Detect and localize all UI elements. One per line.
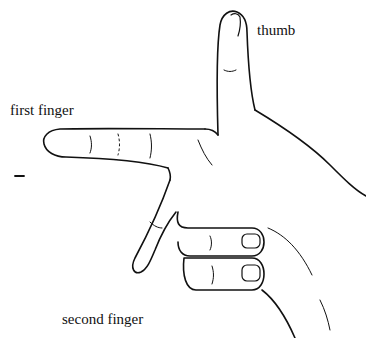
knuckle-line (150, 134, 152, 158)
finger-nail (242, 234, 260, 248)
knuckle-line (118, 134, 120, 155)
thumb-crease (224, 70, 236, 72)
finger-web (205, 129, 218, 135)
finger-nail (242, 265, 260, 281)
folded-finger (184, 258, 265, 290)
hand-outline (262, 290, 295, 338)
dash-mark (15, 175, 24, 177)
palm-crease (198, 140, 212, 165)
knuckle-line (90, 136, 92, 153)
hand-crease (268, 228, 312, 275)
folded-finger (177, 212, 264, 256)
part-label: thumb (257, 22, 295, 39)
hand-outline (255, 110, 366, 196)
knuckle-line (210, 236, 212, 250)
knuckle-line (212, 266, 214, 284)
finger-web (168, 168, 170, 180)
hand-crease (320, 300, 330, 330)
thumb-nail (231, 14, 240, 36)
knuckle-line (150, 222, 162, 228)
part-label: second finger (62, 311, 143, 328)
first-finger-outline (44, 129, 205, 168)
second-finger-outline (133, 180, 176, 273)
part-label: first finger (10, 102, 74, 119)
thumb-outline (217, 11, 255, 135)
